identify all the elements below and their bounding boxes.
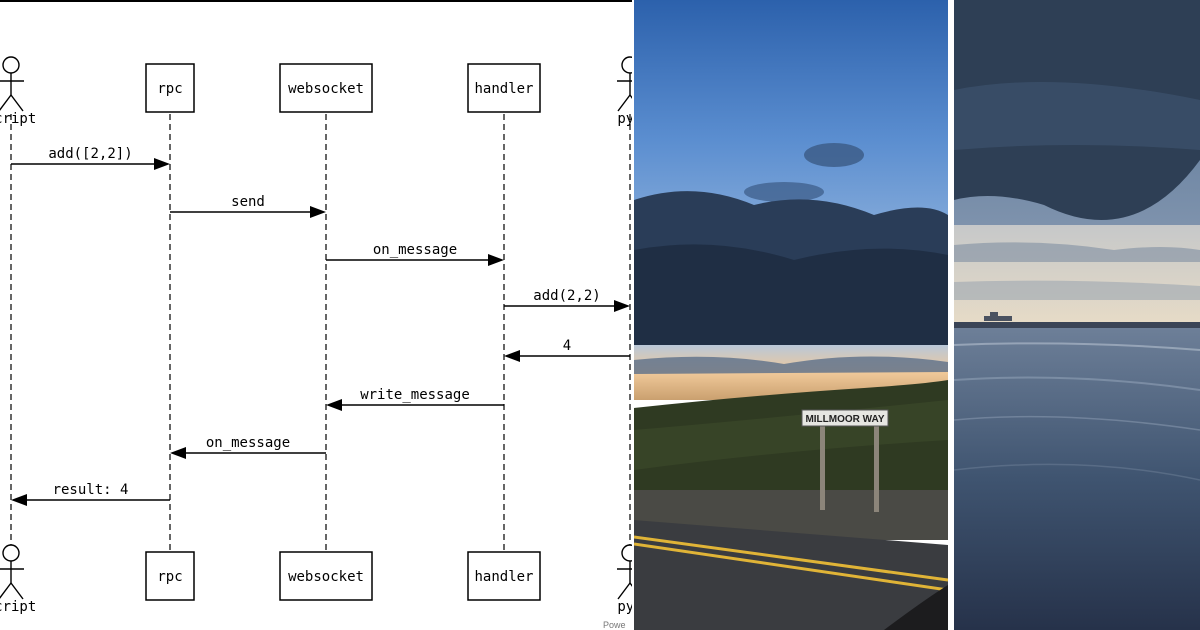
road-photo-image: MILLMOOR WAY xyxy=(634,0,948,630)
message-label-2: on_message xyxy=(373,242,457,258)
actor-label-script-bottom: script xyxy=(0,599,36,615)
message-arrowhead-4 xyxy=(504,350,520,362)
message-label-1: send xyxy=(231,194,265,210)
message-arrowhead-5 xyxy=(326,399,342,411)
photo-seashore xyxy=(954,0,1200,630)
participant-box-websocket-bottom xyxy=(279,551,373,601)
message-label-5: write_message xyxy=(360,387,470,403)
actor-icon-python-top xyxy=(617,56,632,112)
message-arrowhead-6 xyxy=(170,447,186,459)
actor-icon-script-bottom xyxy=(0,544,24,600)
sequence-diagram: script script rpc rpc websocket websocket hand… xyxy=(0,0,632,630)
panel-divider xyxy=(632,0,634,630)
participant-label-rpc-top: rpc xyxy=(157,81,182,97)
photo-road-sunset: MILLMOOR WAY xyxy=(634,0,948,630)
message-arrowhead-2 xyxy=(488,254,504,266)
message-label-4: 4 xyxy=(563,338,571,354)
actor-icon-python-bottom xyxy=(617,544,632,600)
participant-label-handler-bottom: handler xyxy=(474,569,533,585)
message-arrowhead-1 xyxy=(310,206,326,218)
participant-box-handler-bottom xyxy=(467,551,541,601)
participant-box-websocket-top xyxy=(279,63,373,113)
message-label-3: add(2,2) xyxy=(533,288,600,304)
actor-label-script-top: script xyxy=(0,111,36,127)
seashore-photo-image xyxy=(954,0,1200,630)
participant-label-handler-top: handler xyxy=(474,81,533,97)
actor-icon-script-top xyxy=(0,56,24,112)
actor-label-python-bottom: pyt xyxy=(617,599,632,615)
message-label-6: on_message xyxy=(206,435,290,451)
street-sign-text: MILLMOOR WAY xyxy=(805,414,884,425)
participant-box-rpc-bottom xyxy=(145,551,195,601)
participant-label-websocket-bottom: websocket xyxy=(288,569,364,585)
powered-by-text: Powe xyxy=(603,620,626,630)
participant-label-websocket-top: websocket xyxy=(288,81,364,97)
panel-divider-2 xyxy=(948,0,954,630)
message-label-0: add([2,2]) xyxy=(48,146,132,162)
message-arrowhead-3 xyxy=(614,300,630,312)
participant-box-handler-top xyxy=(467,63,541,113)
actor-label-python-top: pyt xyxy=(617,111,632,127)
message-arrowhead-0 xyxy=(154,158,170,170)
participant-label-rpc-bottom: rpc xyxy=(157,569,182,585)
message-label-7: result: 4 xyxy=(53,482,129,498)
message-arrowhead-7 xyxy=(11,494,27,506)
sequence-diagram-canvas: script script rpc rpc websocket websocket hand… xyxy=(0,56,632,630)
participant-box-rpc-top xyxy=(145,63,195,113)
